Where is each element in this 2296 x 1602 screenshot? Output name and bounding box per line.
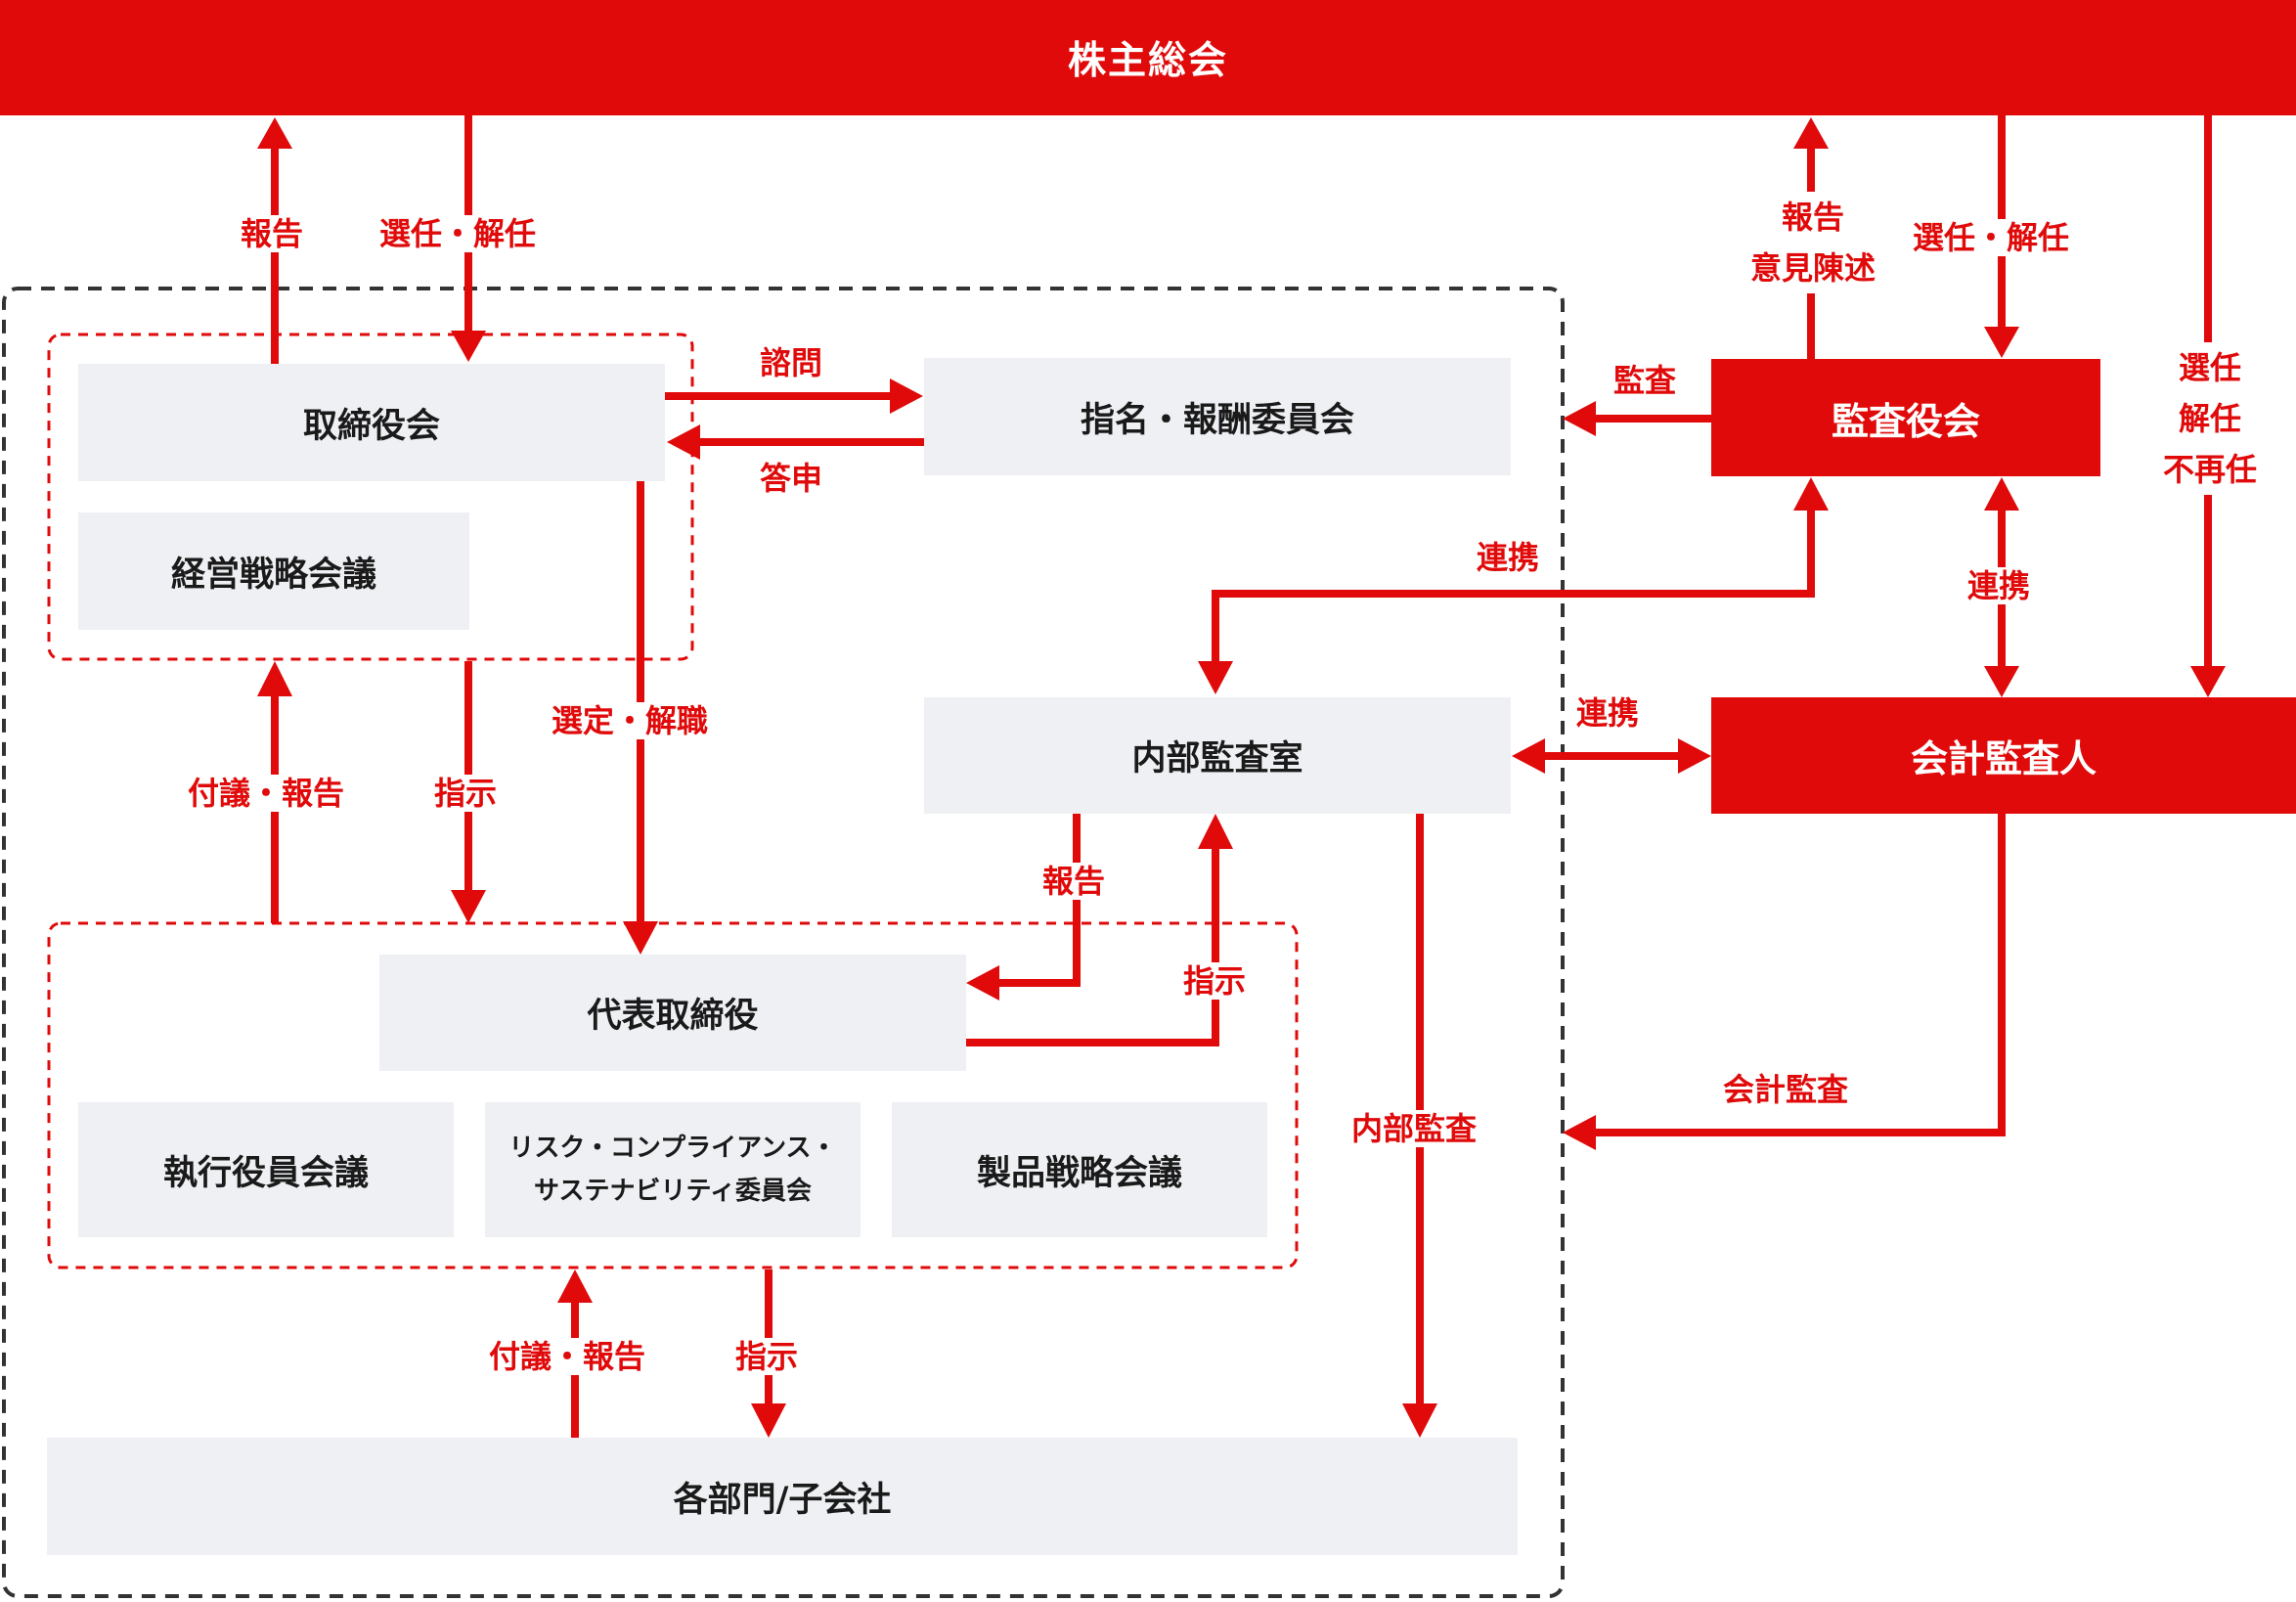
audit-board: 監査役会 bbox=[1711, 359, 2100, 476]
label-consult: 諮問 bbox=[760, 344, 823, 381]
departments-subsidiaries: 各部門/子会社 bbox=[47, 1438, 1518, 1555]
outer-dashed-frame bbox=[2, 287, 1565, 1598]
label-audit-elect-dismiss: 選任・解任 bbox=[1911, 219, 2072, 257]
accounting-auditor: 会計監査人 bbox=[1711, 697, 2296, 814]
committee-label-line2: サステナビリティ委員会 bbox=[534, 1177, 812, 1206]
label-select-dismiss: 選定・解職 bbox=[550, 702, 711, 740]
nomination-compensation-committee: 指名・報酬委員会 bbox=[924, 358, 1511, 475]
label-collab-internal-auditboard: 連携 bbox=[1477, 539, 1540, 576]
label-auditor-line2: 解任 bbox=[2178, 400, 2241, 437]
board-group-frame bbox=[47, 333, 694, 661]
label-audit: 監査 bbox=[1613, 362, 1677, 399]
label-reply: 答申 bbox=[760, 460, 823, 497]
label-audit-report-line2: 意見陳述 bbox=[1749, 249, 1876, 287]
label-report-internal: 報告 bbox=[1040, 863, 1108, 901]
label-accounting-audit: 会計監査 bbox=[1723, 1071, 1849, 1108]
management-strategy-meeting: 経営戦略会議 bbox=[78, 512, 469, 630]
label-instruct-dept: 指示 bbox=[733, 1338, 801, 1376]
label-proposal-report-dept: 付議・報告 bbox=[487, 1338, 648, 1376]
label-board-report: 報告 bbox=[239, 215, 306, 253]
shareholders-meeting: 株主総会 bbox=[0, 0, 2296, 115]
board-of-directors: 取締役会 bbox=[78, 364, 665, 481]
internal-audit-office: 内部監査室 bbox=[924, 697, 1511, 814]
label-instruct-board: 指示 bbox=[432, 775, 500, 813]
label-audit-report-line1: 報告 bbox=[1781, 199, 1844, 236]
label-auditor-line1: 選任 bbox=[2178, 349, 2241, 386]
label-accountant-appointment: 選任 解任 不再任 bbox=[2155, 342, 2265, 495]
committee-label-line1: リスク・コンプライアンス・ bbox=[508, 1134, 837, 1163]
label-collab-auditboard-accountant: 連携 bbox=[1965, 567, 2033, 605]
label-board-elect-dismiss: 選任・解任 bbox=[377, 215, 539, 253]
risk-compliance-sustainability-committee: リスク・コンプライアンス・ サステナビリティ委員会 bbox=[485, 1102, 861, 1237]
product-strategy-meeting: 製品戦略会議 bbox=[892, 1102, 1267, 1237]
label-audit-board-report: 報告 意見陳述 bbox=[1737, 192, 1889, 293]
label-proposal-report-board: 付議・報告 bbox=[186, 775, 347, 813]
label-auditor-line3: 不再任 bbox=[2162, 451, 2257, 488]
label-instruct-internal: 指示 bbox=[1181, 962, 1249, 1001]
label-internal-audit: 内部監査 bbox=[1349, 1110, 1479, 1148]
representative-director: 代表取締役 bbox=[379, 955, 966, 1071]
label-collab-internal-accountant: 連携 bbox=[1576, 694, 1640, 732]
executive-officers-meeting: 執行役員会議 bbox=[78, 1102, 454, 1237]
